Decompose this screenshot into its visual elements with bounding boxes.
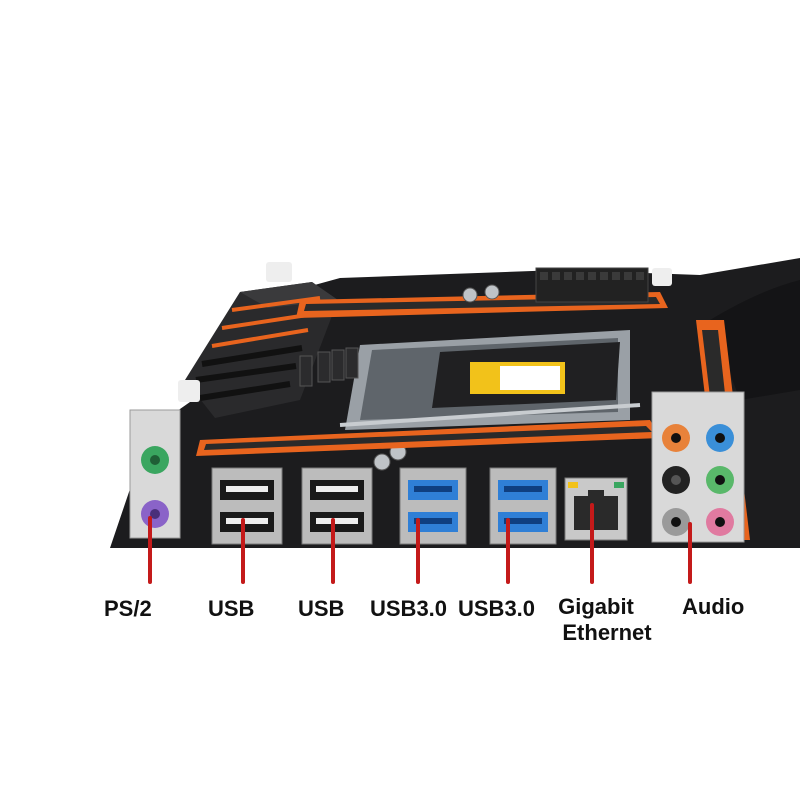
label-usb3-a: USB3.0 [370,596,448,621]
slot-latch [652,268,672,286]
right-heatsink [710,280,800,400]
label-ethernet-line2: Ethernet [562,620,652,645]
usb3-port-stack-a [399,467,467,545]
audio-port-panel [651,391,745,543]
label-usb3-b: USB3.0 [458,596,536,621]
pointer-lines [148,503,692,584]
ethernet-port [564,477,628,541]
label-usb-b: USB [298,596,345,621]
capacitors [299,284,500,471]
label-ps2: PS/2 [104,596,152,621]
slot-latch [266,262,292,282]
cpu-socket [339,330,641,430]
usb2-port-stack-b [301,467,373,545]
slot-latch [178,380,200,402]
usb2-port-stack-a [211,467,283,545]
usb3-port-stack-b [489,467,557,545]
label-usb-a: USB [208,596,255,621]
label-ethernet-line1: Gigabit [558,594,634,619]
label-audio: Audio [682,594,745,619]
